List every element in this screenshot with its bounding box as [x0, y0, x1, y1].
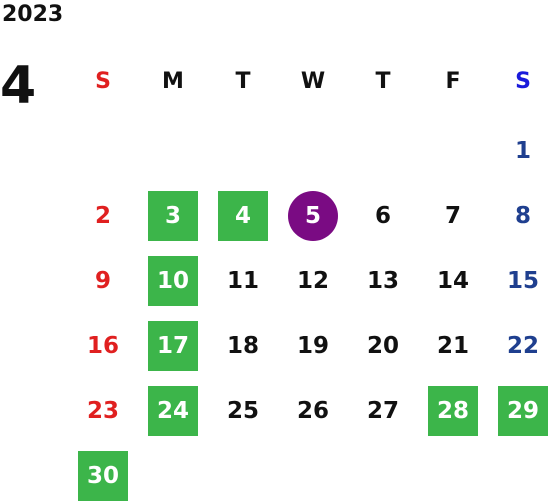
day-cell[interactable]: 26 [296, 398, 329, 424]
year-label: 2023 [2, 2, 64, 27]
day-cell[interactable]: 28 [428, 386, 478, 436]
day-cell[interactable]: 16 [86, 333, 119, 359]
day-cell[interactable]: 18 [226, 333, 259, 359]
day-cell[interactable]: 15 [506, 268, 539, 294]
month-label: 4 [0, 56, 37, 116]
day-cell[interactable]: 4 [218, 191, 268, 241]
day-cell[interactable]: 11 [226, 268, 259, 294]
day-cell[interactable]: 3 [148, 191, 198, 241]
day-cell[interactable]: 17 [148, 321, 198, 371]
day-cell[interactable]: 1 [514, 138, 531, 164]
day-cell[interactable]: 25 [226, 398, 259, 424]
weekday-header: T [375, 68, 391, 94]
day-cell[interactable]: 27 [366, 398, 399, 424]
weekday-header: T [235, 68, 251, 94]
day-cell-today[interactable]: 5 [288, 191, 338, 241]
day-cell[interactable]: 21 [436, 333, 469, 359]
weekday-header: W [300, 68, 326, 94]
day-cell[interactable]: 2 [94, 203, 111, 229]
day-cell[interactable]: 10 [148, 256, 198, 306]
day-cell[interactable]: 6 [374, 203, 391, 229]
weekday-header: M [162, 68, 184, 94]
day-cell[interactable]: 13 [366, 268, 399, 294]
day-cell[interactable]: 24 [148, 386, 198, 436]
day-cell[interactable]: 30 [78, 451, 128, 501]
day-cell[interactable]: 8 [514, 203, 531, 229]
day-cell[interactable]: 23 [86, 398, 119, 424]
day-cell[interactable]: 14 [436, 268, 469, 294]
weekday-header: S [515, 68, 531, 94]
day-cell[interactable]: 9 [94, 268, 111, 294]
day-cell[interactable]: 29 [498, 386, 548, 436]
day-cell[interactable]: 12 [296, 268, 329, 294]
weekday-header: S [95, 68, 111, 94]
day-cell[interactable]: 7 [444, 203, 461, 229]
weekday-header: F [445, 68, 461, 94]
day-cell[interactable]: 22 [506, 333, 539, 359]
day-cell[interactable]: 20 [366, 333, 399, 359]
day-cell[interactable]: 19 [296, 333, 329, 359]
